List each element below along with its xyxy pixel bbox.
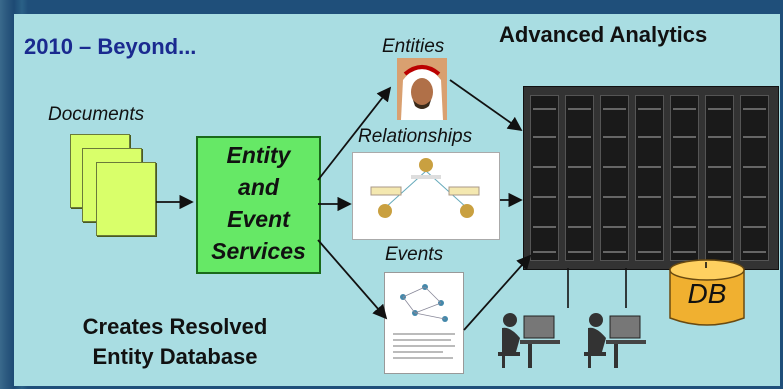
rack-slot bbox=[533, 136, 556, 138]
rack-slot bbox=[673, 226, 696, 228]
rack-slot bbox=[603, 166, 626, 168]
analyst-workstation-icon bbox=[580, 308, 650, 368]
rack-slot bbox=[568, 226, 591, 228]
rack-slot bbox=[673, 196, 696, 198]
caption-line-1: Creates Resolved bbox=[82, 314, 268, 339]
rack-slot bbox=[708, 108, 731, 110]
rack-slot bbox=[568, 196, 591, 198]
rack-slot bbox=[533, 226, 556, 228]
services-line-2: and bbox=[238, 174, 279, 200]
rack-slot bbox=[603, 136, 626, 138]
event-network-document-icon bbox=[384, 272, 464, 374]
rack-unit bbox=[740, 95, 769, 261]
services-line-4: Services bbox=[211, 238, 306, 264]
rack-slot bbox=[603, 108, 626, 110]
rack-slot bbox=[743, 166, 766, 168]
analyst-workstation-icon bbox=[494, 308, 564, 368]
services-line-1: Entity bbox=[226, 142, 291, 168]
rack-slot bbox=[533, 166, 556, 168]
rack-slot bbox=[673, 136, 696, 138]
rack-slot bbox=[638, 136, 661, 138]
rack-slot bbox=[568, 136, 591, 138]
person-photo-icon bbox=[397, 58, 447, 120]
rack-slot bbox=[673, 166, 696, 168]
rack-slot bbox=[673, 108, 696, 110]
rack-slot bbox=[673, 251, 696, 253]
events-label: Events bbox=[385, 244, 444, 265]
rack-slot bbox=[603, 251, 626, 253]
rack-slot bbox=[708, 166, 731, 168]
relationships-label: Relationships bbox=[358, 126, 473, 147]
rack-slot bbox=[568, 251, 591, 253]
rack-slot bbox=[533, 108, 556, 110]
rack-slot bbox=[533, 196, 556, 198]
rack-slot bbox=[743, 108, 766, 110]
rack-slot bbox=[743, 196, 766, 198]
resolved-database-caption: Creates Resolved Entity Database bbox=[40, 312, 310, 372]
rack-unit bbox=[600, 95, 629, 261]
documents-label: Documents bbox=[48, 104, 145, 125]
rack-unit bbox=[705, 95, 734, 261]
rack-slot bbox=[638, 166, 661, 168]
rack-slot bbox=[603, 226, 626, 228]
rack-unit bbox=[530, 95, 559, 261]
database-icon: DB bbox=[668, 258, 746, 330]
rack-slot bbox=[638, 226, 661, 228]
relationship-graph-icon bbox=[352, 152, 500, 240]
rack-slot bbox=[708, 136, 731, 138]
rack-unit bbox=[635, 95, 664, 261]
period-title: 2010 – Beyond... bbox=[24, 34, 197, 59]
rack-unit bbox=[670, 95, 699, 261]
entities-label: Entities bbox=[382, 36, 445, 57]
rack-slot bbox=[708, 251, 731, 253]
rack-slot bbox=[533, 251, 556, 253]
caption-line-2: Entity Database bbox=[92, 344, 258, 369]
analytics-title: Advanced Analytics bbox=[499, 22, 708, 47]
rack-unit bbox=[565, 95, 594, 261]
rack-slot bbox=[638, 196, 661, 198]
rack-slot bbox=[638, 108, 661, 110]
rack-slot bbox=[708, 226, 731, 228]
rack-slot bbox=[638, 251, 661, 253]
server-rack-icon bbox=[523, 86, 779, 270]
rack-slot bbox=[708, 196, 731, 198]
document-page bbox=[96, 162, 156, 236]
entity-event-services-box: Entity and Event Services bbox=[196, 136, 321, 274]
rack-slot bbox=[568, 166, 591, 168]
services-line-3: Event bbox=[227, 206, 290, 232]
rack-slot bbox=[743, 226, 766, 228]
rack-slot bbox=[568, 108, 591, 110]
rack-slot bbox=[743, 136, 766, 138]
rack-slot bbox=[603, 196, 626, 198]
rack-slot bbox=[743, 251, 766, 253]
db-label: DB bbox=[687, 278, 727, 309]
